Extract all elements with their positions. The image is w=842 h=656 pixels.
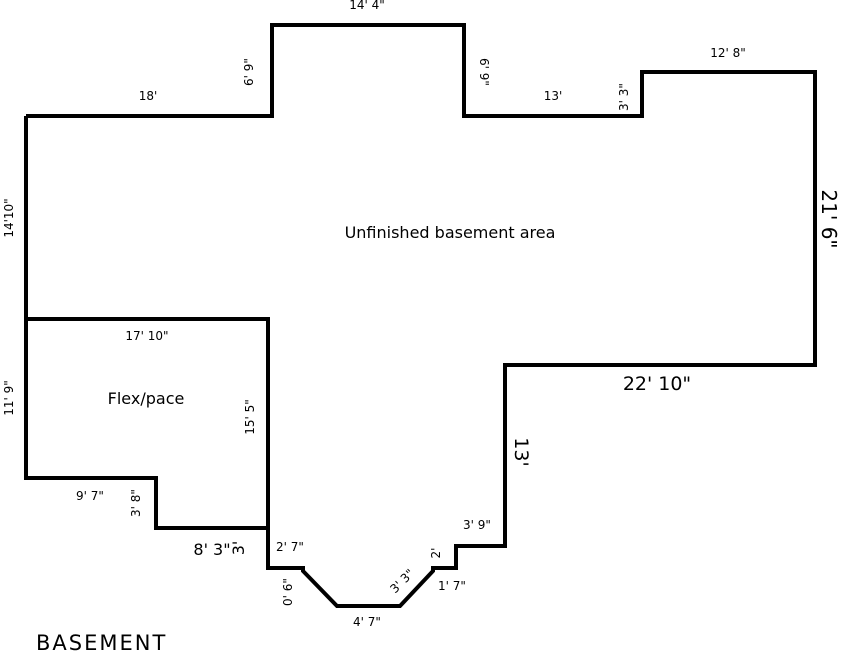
dim-top: 14' 4"	[349, 0, 385, 12]
dim-flex-left: 11' 9"	[2, 380, 16, 416]
dim-left-upper-wall: 14'10"	[2, 198, 16, 237]
dim-right-mid-top: 13'	[544, 89, 563, 103]
room-label-flex-space: Flex/pace	[108, 389, 185, 408]
dim-far-right-top: 12' 8"	[710, 46, 746, 60]
dim-bottom-left-step: 3'	[229, 541, 248, 556]
dim-right-step: 3' 3"	[617, 83, 631, 111]
dim-stair-a: 3' 9"	[463, 518, 491, 532]
dim-right-wall: 21' 6"	[817, 189, 841, 248]
dim-left-upper-top: 18'	[139, 89, 158, 103]
flex-space-partition-wall	[26, 317, 270, 528]
exterior-wall-outline	[24, 23, 817, 608]
dim-flex-bottom: 9' 7"	[76, 489, 104, 503]
dim-bay-left-small: 0' 6"	[281, 578, 295, 606]
dim-bay-left-top: 2' 7"	[276, 540, 304, 554]
dim-top-right-wall: 6' 9"	[477, 58, 491, 86]
dim-bay-bottom: 4' 7"	[353, 615, 381, 629]
dim-flex-right: 15' 5"	[243, 399, 257, 435]
dim-flex-step: 3' 8"	[129, 489, 143, 517]
floor-title: BASEMENT	[36, 631, 167, 655]
dim-flex-top: 17' 10"	[125, 329, 168, 343]
dim-right-lower-wall: 13'	[510, 437, 532, 466]
dim-stair-b: 2'	[429, 548, 443, 559]
dim-bottom-left: 8' 3"	[193, 540, 230, 559]
dim-right-mid-bottom: 22' 10"	[623, 373, 691, 395]
dim-bay-right-small: 1' 7"	[438, 579, 466, 593]
dim-top-left-wall: 6' 9"	[242, 58, 256, 86]
room-label-unfinished-basement: Unfinished basement area	[345, 223, 556, 242]
